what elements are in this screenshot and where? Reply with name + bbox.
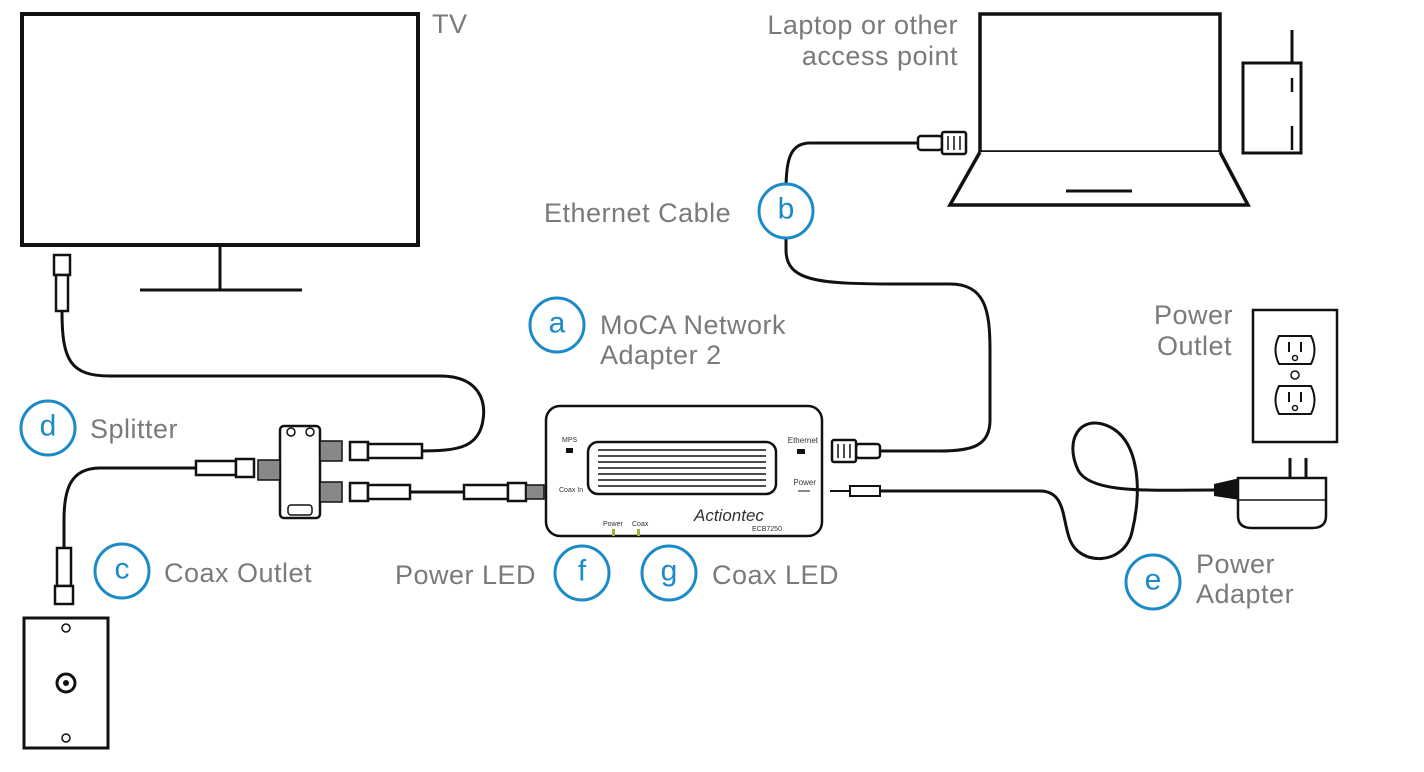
moca-adapter: MPS Coax In Ethernet Power Power Coax Ac… <box>544 404 824 538</box>
adapter-coax-connector <box>462 481 545 503</box>
laptop-ethernet-connector <box>916 130 968 156</box>
badge-c-letter: c <box>115 553 130 586</box>
badge-e-letter: e <box>1145 564 1162 597</box>
tv-coax-cable <box>60 310 486 453</box>
badge-g: g <box>640 544 698 602</box>
splitter-input-connector <box>194 457 256 479</box>
badge-b: b <box>757 182 815 240</box>
badge-e: e <box>1124 553 1182 611</box>
adapter-coax-led-label: Coax <box>632 521 649 528</box>
adapter-coax-in-label: Coax In <box>559 487 583 494</box>
adapter-model-label: ECB7250 <box>752 526 782 533</box>
badge-f-letter: f <box>578 555 587 588</box>
badge-a-letter: a <box>549 307 566 340</box>
tv <box>20 12 420 292</box>
adapter-coax-led <box>637 529 640 536</box>
outlet-coax-connector <box>53 546 75 606</box>
power-outlet-label-line1: Power <box>1154 300 1233 330</box>
moca-label-line2: Adapter 2 <box>600 340 722 370</box>
ethernet-cable-label: Ethernet Cable <box>544 198 731 228</box>
adapter-power-led-label: Power <box>603 521 624 528</box>
adapter-vent-lines <box>598 449 766 487</box>
splitter <box>257 424 343 520</box>
moca-label-line1: MoCA Network <box>600 310 786 340</box>
adapter-power-label: Power <box>793 478 816 487</box>
badge-f: f <box>553 544 611 602</box>
coax-led-label: Coax LED <box>712 560 839 590</box>
tv-label: TV <box>432 9 468 39</box>
adapter-brand-logo: Actiontec <box>693 506 764 525</box>
power-cable <box>880 421 1215 561</box>
splitter-to-adapter-connector <box>348 481 412 503</box>
coax-wall-plate <box>22 616 110 750</box>
laptop <box>946 12 1251 207</box>
splitter-to-tv-connector <box>348 440 424 462</box>
adapter-power-plug <box>830 485 881 497</box>
badge-c: c <box>93 542 151 600</box>
power-adapter <box>1214 458 1328 530</box>
power-led-label: Power LED <box>395 560 536 590</box>
adapter-ethernet-port-icon <box>797 449 805 454</box>
adapter-ethernet-label: Ethernet <box>788 436 819 445</box>
coax-outlet-label: Coax Outlet <box>164 558 312 588</box>
badge-d: d <box>19 399 77 457</box>
adapter-mps-button <box>566 448 573 453</box>
badge-a: a <box>528 296 586 354</box>
ethernet-cable <box>784 141 992 453</box>
badge-b-letter: b <box>778 193 795 226</box>
badge-g-letter: g <box>661 555 678 588</box>
access-point <box>1241 30 1303 155</box>
tv-screen <box>20 12 420 247</box>
power-outlet-label-line2: Outlet <box>1157 331 1232 361</box>
adapter-ethernet-connector <box>830 438 882 464</box>
power-adapter-label-line1: Power <box>1196 549 1275 579</box>
outlet-coax-cable <box>62 466 196 548</box>
adapter-power-led <box>612 529 615 536</box>
tv-coax-connector <box>52 253 72 313</box>
badge-d-letter: d <box>40 410 57 443</box>
power-outlet <box>1251 308 1339 444</box>
laptop-label-line2: access point <box>802 41 958 71</box>
adapter-mps-label: MPS <box>562 437 578 444</box>
power-adapter-label-line2: Adapter <box>1196 579 1294 609</box>
splitter-label: Splitter <box>90 414 178 444</box>
laptop-label-line1: Laptop or other <box>767 10 958 40</box>
